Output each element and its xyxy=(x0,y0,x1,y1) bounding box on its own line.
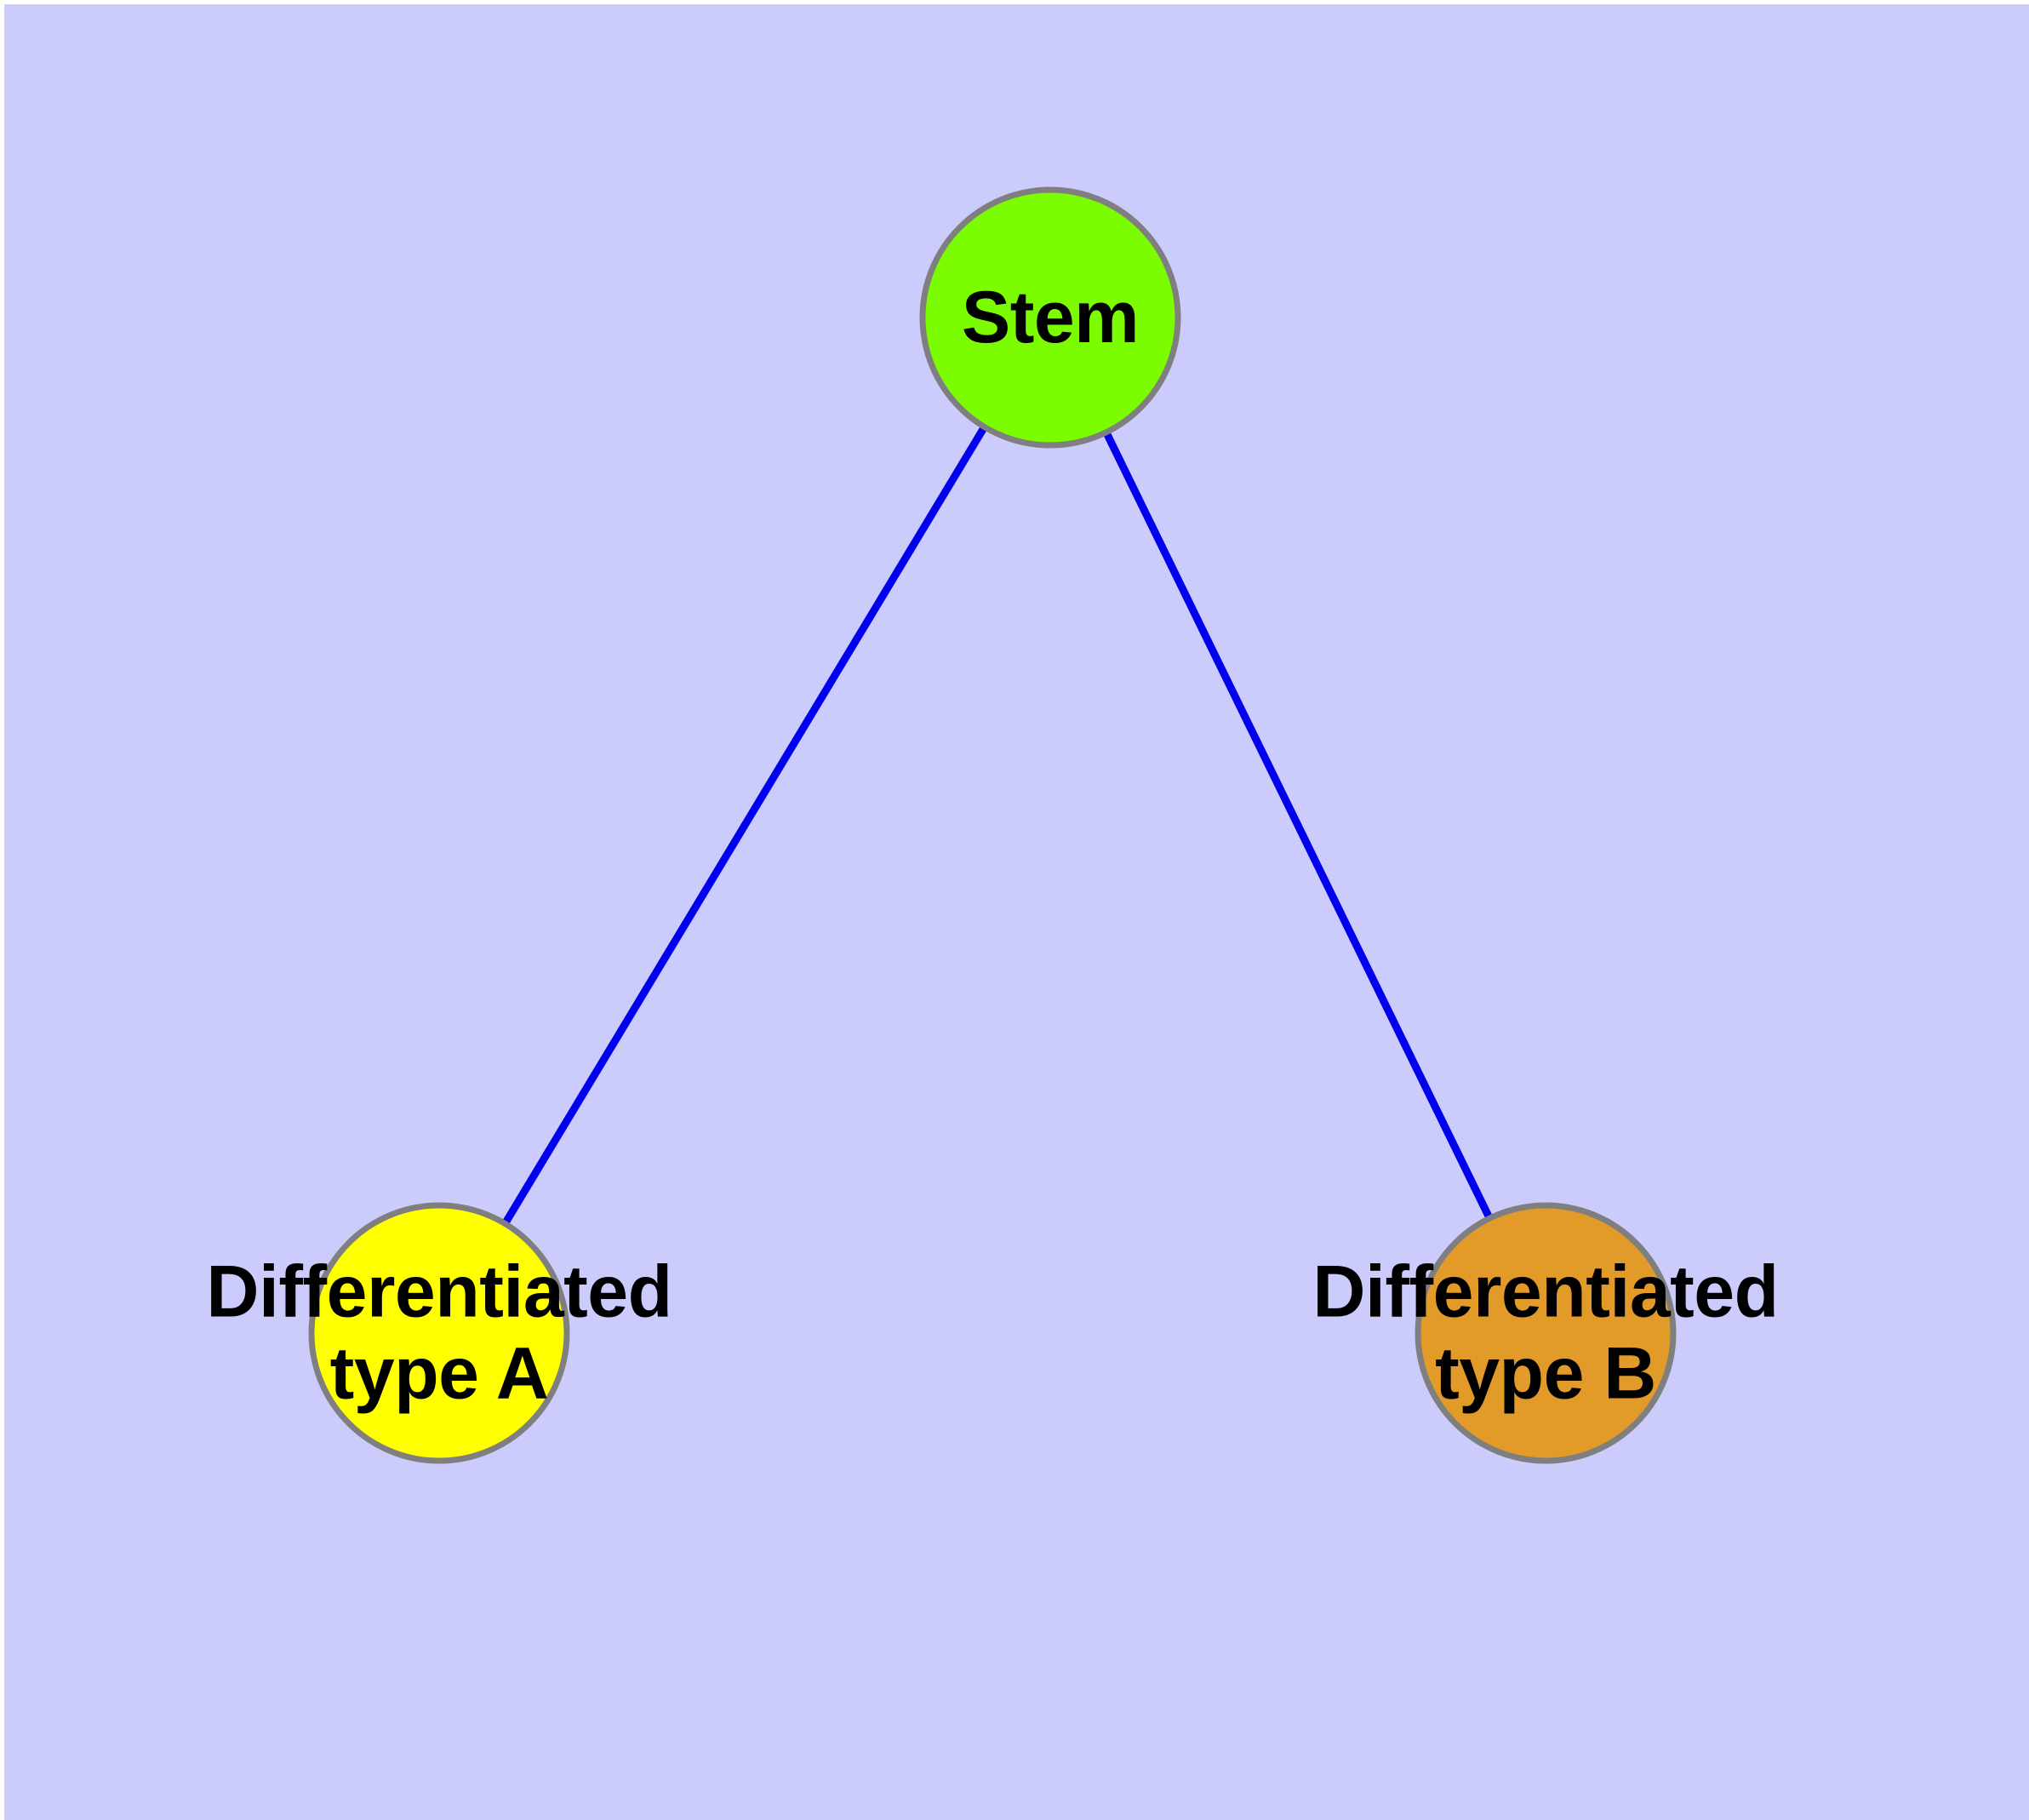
graph-node-diff_b[interactable] xyxy=(1415,1202,1677,1464)
graph-edge-stem-to-a[interactable] xyxy=(436,315,1054,1336)
edge-layer xyxy=(436,315,1550,1336)
node-layer xyxy=(308,186,1677,1464)
graph-node-stem[interactable] xyxy=(919,186,1181,449)
graph-node-diff_a[interactable] xyxy=(308,1202,570,1464)
graph-edge-stem-to-b[interactable] xyxy=(1046,316,1550,1335)
